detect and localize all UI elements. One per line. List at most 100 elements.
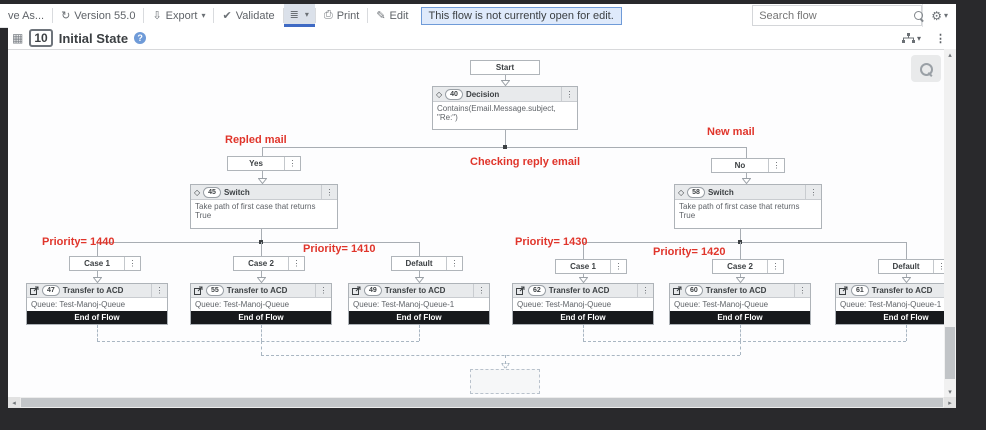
kebab-menu-icon[interactable]: ⋮	[768, 159, 784, 172]
transfer-node[interactable]: 55 Transfer to ACD ⋮ Queue: Test-Manoj-Q…	[190, 283, 332, 325]
kebab-menu-icon[interactable]: ⋮	[473, 284, 489, 297]
toolbar-separator	[314, 8, 316, 23]
transfer-node-header: 47 Transfer to ACD ⋮	[27, 284, 167, 298]
arrowhead-icon	[257, 277, 266, 283]
junction-dot	[503, 145, 507, 149]
scroll-right-icon[interactable]: ▸	[944, 397, 956, 408]
state-menu-button[interactable]: ⋮	[935, 32, 946, 45]
kebab-menu-icon[interactable]: ⋮	[561, 87, 577, 101]
node-id-badge: 58	[687, 186, 705, 198]
search-box	[752, 5, 924, 26]
version-button[interactable]: ↻ Version 55.0	[53, 4, 143, 27]
kebab-menu-icon[interactable]: ⋮	[767, 260, 783, 273]
kebab-menu-icon[interactable]: ⋮	[288, 257, 304, 270]
kebab-menu-icon[interactable]: ⋮	[805, 185, 821, 199]
connector-line	[97, 242, 419, 243]
kebab-menu-icon[interactable]: ⋮	[637, 284, 653, 297]
dashed-connector	[740, 341, 741, 355]
dashed-connector	[906, 325, 907, 341]
node-title: Transfer to ACD	[62, 286, 124, 295]
transfer-icon	[673, 286, 682, 295]
export-button[interactable]: ⇩ Export ▾	[144, 4, 213, 27]
transfer-node[interactable]: 47 Transfer to ACD ⋮ Queue: Test-Manoj-Q…	[26, 283, 168, 325]
toolbar: ve As... ↻ Version 55.0 ⇩ Export ▾ ✔ Val…	[0, 4, 956, 28]
branch-label: No	[734, 161, 746, 170]
save-as-button[interactable]: ve As...	[0, 4, 52, 27]
print-button[interactable]: ⎙ Print	[316, 4, 367, 27]
validate-button[interactable]: ✔ Validate	[214, 4, 282, 27]
scroll-up-icon[interactable]: ▴	[948, 51, 952, 59]
kebab-menu-icon[interactable]: ⋮	[284, 157, 300, 170]
search-input[interactable]	[753, 9, 908, 22]
case-box[interactable]: Default⋮	[391, 256, 463, 271]
annotation-new-mail: New mail	[707, 126, 755, 138]
page-title: Initial State	[58, 30, 129, 46]
edit-label: Edit	[389, 9, 409, 22]
kebab-menu-icon[interactable]: ⋮	[321, 185, 337, 199]
scroll-left-icon[interactable]: ◂	[8, 397, 20, 408]
case-box[interactable]: Default⋮	[878, 259, 944, 274]
end-of-flow-bar: End of Flow	[836, 311, 944, 324]
canvas-zoom-button[interactable]	[911, 55, 941, 82]
case-label: Case 1	[84, 259, 110, 268]
horizontal-scroll-thumb[interactable]	[21, 398, 943, 407]
connector-line	[906, 242, 907, 259]
dashed-connector	[740, 325, 741, 341]
settings-button[interactable]: ⚙ ▾	[922, 4, 956, 27]
connector-line	[97, 242, 98, 256]
print-label: Print	[336, 9, 360, 22]
transfer-node[interactable]: 49 Transfer to ACD ⋮ Queue: Test-Manoj-Q…	[348, 283, 490, 325]
vertical-scroll-thumb[interactable]	[945, 327, 955, 379]
hierarchy-view-button[interactable]: ▾	[901, 32, 921, 44]
kebab-menu-icon[interactable]: ⋮	[446, 257, 462, 270]
switch-node-left[interactable]: ◇ 45 Switch ⋮ Take path of first case th…	[190, 184, 338, 229]
transfer-icon	[516, 286, 525, 295]
toolbar-separator	[52, 8, 54, 23]
node-title: Switch	[223, 187, 250, 197]
toolbar-separator	[143, 8, 145, 23]
node-title: Transfer to ACD	[384, 286, 446, 295]
flow-canvas[interactable]: Start ◇ 40 Decision ⋮ Contains(Email.Mes…	[8, 49, 944, 398]
kebab-menu-icon[interactable]: ⋮	[933, 260, 944, 273]
dashed-connector	[583, 341, 906, 342]
branch-yes[interactable]: Yes ⋮	[227, 156, 301, 171]
view-mode-button[interactable]: ≣ ▾	[283, 4, 315, 27]
node-title: Transfer to ACD	[705, 286, 767, 295]
switch-node-right[interactable]: ◇ 58 Switch ⋮ Take path of first case th…	[674, 184, 822, 229]
kebab-menu-icon[interactable]: ⋮	[124, 257, 140, 270]
case-box[interactable]: Case 1⋮	[555, 259, 627, 274]
kebab-menu-icon[interactable]: ⋮	[794, 284, 810, 297]
gear-icon: ⚙	[931, 8, 942, 23]
connector-line	[261, 242, 262, 256]
vertical-scrollbar[interactable]: ▴ ▾	[944, 49, 956, 397]
scroll-down-icon[interactable]: ▾	[948, 388, 952, 396]
drop-placeholder[interactable]	[470, 369, 540, 394]
connector-line	[746, 147, 747, 158]
state-header: ▦ 10 Initial State ? ▾ ⋮	[8, 27, 956, 49]
readonly-notice: This flow is not currently open for edit…	[420, 6, 622, 25]
transfer-node-header: 60 Transfer to ACD ⋮	[670, 284, 810, 298]
start-node[interactable]: Start	[470, 60, 540, 75]
kebab-menu-icon[interactable]: ⋮	[610, 260, 626, 273]
transfer-node[interactable]: 61 Transfer to ACD ⋮ Queue: Test-Manoj-Q…	[835, 283, 944, 325]
kebab-menu-icon[interactable]: ⋮	[151, 284, 167, 297]
annotation-priority-1410: Priority= 1410	[303, 243, 376, 255]
magnifier-icon	[920, 62, 933, 76]
kebab-menu-icon[interactable]: ⋮	[315, 284, 331, 297]
decision-node[interactable]: ◇ 40 Decision ⋮ Contains(Email.Message.s…	[432, 86, 578, 130]
node-id-badge: 62	[528, 285, 546, 296]
case-box[interactable]: Case 2⋮	[233, 256, 305, 271]
connector-line	[583, 274, 584, 278]
edit-button[interactable]: ✎ Edit	[368, 4, 416, 27]
connector-line	[262, 171, 263, 179]
case-box[interactable]: Case 1 ⋮	[69, 256, 141, 271]
transfer-node[interactable]: 60 Transfer to ACD ⋮ Queue: Test-Manoj-Q…	[669, 283, 811, 325]
help-icon[interactable]: ?	[134, 32, 147, 44]
horizontal-scrollbar[interactable]: ◂ ▸	[8, 397, 956, 408]
chevron-down-icon[interactable]: ▾	[304, 9, 309, 19]
arrowhead-icon	[579, 277, 588, 283]
transfer-node[interactable]: 62 Transfer to ACD ⋮ Queue: Test-Manoj-Q…	[512, 283, 654, 325]
case-box[interactable]: Case 2⋮	[712, 259, 784, 274]
branch-no[interactable]: No ⋮	[711, 158, 785, 173]
